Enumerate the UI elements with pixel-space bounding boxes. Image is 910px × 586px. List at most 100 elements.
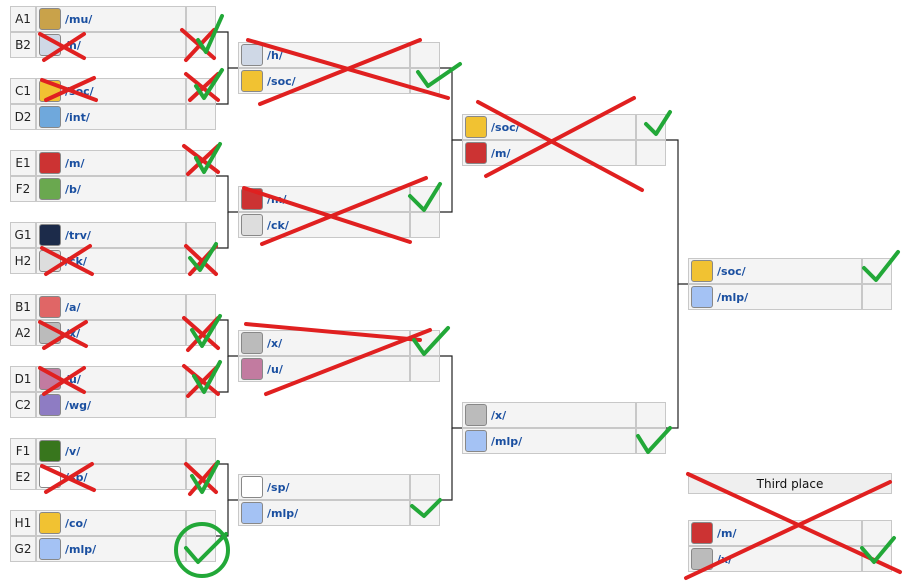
team-name[interactable]: /sp/ (267, 480, 290, 494)
team-row[interactable]: /h/ (36, 32, 186, 58)
team-name[interactable]: /mlp/ (491, 434, 523, 448)
team-name[interactable]: /u/ (65, 372, 81, 386)
int-icon (39, 106, 61, 128)
team-row[interactable]: /soc/ (688, 258, 862, 284)
u-icon (39, 368, 61, 390)
h-icon (241, 44, 263, 66)
team-row[interactable]: /h/ (238, 42, 410, 68)
team-row[interactable]: /mlp/ (238, 500, 410, 526)
seed-label: A2 (10, 320, 36, 346)
team-row[interactable]: /mu/ (36, 6, 186, 32)
score-box (186, 392, 216, 418)
team-row[interactable]: /int/ (36, 104, 186, 130)
team-name[interactable]: /m/ (65, 156, 85, 170)
team-name[interactable]: /mu/ (65, 12, 93, 26)
v-icon (39, 440, 61, 462)
team-row[interactable]: /mlp/ (688, 284, 862, 310)
team-row[interactable]: /mlp/ (462, 428, 636, 454)
team-name[interactable]: /wg/ (65, 398, 92, 412)
team-name[interactable]: /soc/ (267, 74, 296, 88)
team-name[interactable]: /u/ (267, 362, 283, 376)
x-icon (465, 404, 487, 426)
team-row[interactable]: /m/ (688, 520, 862, 546)
score-box (186, 222, 216, 248)
team-name[interactable]: /trv/ (65, 228, 91, 242)
team-name[interactable]: /a/ (65, 300, 81, 314)
team-row[interactable]: /m/ (462, 140, 636, 166)
team-name[interactable]: /x/ (491, 408, 507, 422)
seed-label: B1 (10, 294, 36, 320)
seed-label: G1 (10, 222, 36, 248)
seed-label: F1 (10, 438, 36, 464)
x-icon (241, 332, 263, 354)
seed-label: C1 (10, 78, 36, 104)
score-box (636, 428, 666, 454)
team-name[interactable]: /sp/ (65, 470, 88, 484)
team-name[interactable]: /soc/ (65, 84, 94, 98)
seed-label: D1 (10, 366, 36, 392)
team-row[interactable]: /mlp/ (36, 536, 186, 562)
score-box (410, 474, 440, 500)
team-name[interactable]: /mlp/ (65, 542, 97, 556)
seed-label: B2 (10, 32, 36, 58)
team-row[interactable]: /soc/ (462, 114, 636, 140)
score-box (186, 510, 216, 536)
team-name[interactable]: /ck/ (267, 218, 289, 232)
team-name[interactable]: /soc/ (491, 120, 520, 134)
team-name[interactable]: /int/ (65, 110, 90, 124)
soc-icon (691, 260, 713, 282)
team-name[interactable]: /ck/ (65, 254, 87, 268)
m-icon (241, 188, 263, 210)
score-box (186, 6, 216, 32)
score-box (186, 438, 216, 464)
team-name[interactable]: /x/ (267, 336, 283, 350)
team-row[interactable]: /x/ (462, 402, 636, 428)
score-box (636, 114, 666, 140)
team-row[interactable]: /u/ (36, 366, 186, 392)
team-row[interactable]: /b/ (36, 176, 186, 202)
soc-icon (39, 80, 61, 102)
team-row[interactable]: /wg/ (36, 392, 186, 418)
team-row[interactable]: /soc/ (238, 68, 410, 94)
team-row[interactable]: /m/ (238, 186, 410, 212)
sp-icon (241, 476, 263, 498)
team-row[interactable]: /sp/ (238, 474, 410, 500)
score-box (186, 320, 216, 346)
team-name[interactable]: /b/ (65, 182, 81, 196)
score-box (186, 366, 216, 392)
team-name[interactable]: /m/ (717, 526, 737, 540)
team-row[interactable]: /co/ (36, 510, 186, 536)
team-name[interactable]: /x/ (717, 552, 733, 566)
team-row[interactable]: /u/ (238, 356, 410, 382)
team-row[interactable]: /x/ (36, 320, 186, 346)
score-box (410, 500, 440, 526)
team-name[interactable]: /x/ (65, 326, 81, 340)
team-name[interactable]: /m/ (267, 192, 287, 206)
team-name[interactable]: /soc/ (717, 264, 746, 278)
team-name[interactable]: /m/ (491, 146, 511, 160)
team-row[interactable]: /x/ (688, 546, 862, 572)
seed-label: D2 (10, 104, 36, 130)
team-name[interactable]: /mlp/ (717, 290, 749, 304)
team-row[interactable]: /soc/ (36, 78, 186, 104)
team-name[interactable]: /h/ (267, 48, 283, 62)
team-row[interactable]: /m/ (36, 150, 186, 176)
score-box (186, 294, 216, 320)
team-row[interactable]: /sp/ (36, 464, 186, 490)
team-name[interactable]: /h/ (65, 38, 81, 52)
team-row[interactable]: /a/ (36, 294, 186, 320)
team-row[interactable]: /ck/ (238, 212, 410, 238)
team-name[interactable]: /mlp/ (267, 506, 299, 520)
team-row[interactable]: /trv/ (36, 222, 186, 248)
trv-icon (39, 224, 61, 246)
team-row[interactable]: /ck/ (36, 248, 186, 274)
team-name[interactable]: /co/ (65, 516, 88, 530)
mu-icon (39, 8, 61, 30)
team-row[interactable]: /x/ (238, 330, 410, 356)
score-box (186, 32, 216, 58)
score-box (636, 402, 666, 428)
team-row[interactable]: /v/ (36, 438, 186, 464)
mlp-icon (39, 538, 61, 560)
score-box (186, 78, 216, 104)
team-name[interactable]: /v/ (65, 444, 81, 458)
